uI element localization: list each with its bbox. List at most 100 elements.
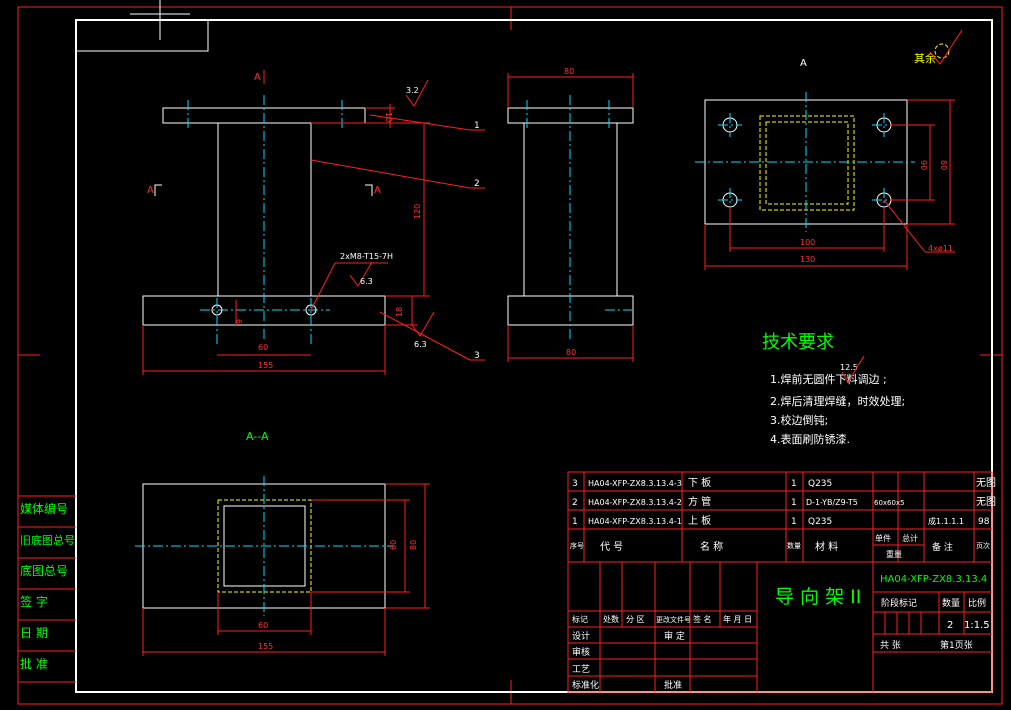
role-design: 设计 [572, 630, 590, 642]
ratio-value: 1:1.5 [964, 620, 990, 631]
roughness-6-3-b: 6.3 [414, 340, 427, 349]
bom-row-1-remark: 98 [978, 517, 990, 527]
bom-row-2-material: D-1-YB/Z9-T5 [806, 498, 858, 507]
strip-label-6: 批 准 [20, 656, 48, 671]
dim-120: 120 [413, 204, 422, 219]
strip-label-1: 媒体编号 [20, 501, 68, 516]
qty-label: 数量 [942, 597, 960, 609]
ratio-label: 比例 [968, 597, 986, 609]
bom-row-1-code: HA04-XFP-ZX8.3.13.4-1 [588, 517, 682, 526]
rev-header-count: 处数 [603, 614, 619, 624]
dim-90-top: 90 [919, 160, 928, 170]
thread-callout: 2xM8-T15-7H [340, 252, 393, 261]
bom-row-2-code: HA04-XFP-ZX8.3.13.4-2 [588, 498, 682, 507]
dim-18: 18 [395, 307, 404, 317]
dim-130-top: 130 [800, 255, 815, 264]
dim-60-section-h: 60 [258, 621, 268, 630]
section-a-top: A [254, 72, 261, 83]
sheet-number: 第1页张 [940, 639, 973, 651]
role-check: 审 定 [664, 630, 685, 642]
bom-row-1-no: 1 [572, 517, 578, 527]
role-review: 审核 [572, 646, 590, 658]
tech-item-2: 2.焊后清理焊缝，时效处理; [770, 394, 905, 408]
dim-80-side-bottom: 80 [566, 348, 576, 357]
strip-label-2: 旧底图总号 [20, 533, 75, 547]
drawing-number: HA04-XFP-ZX8.3.13.4 [880, 574, 987, 585]
roughness-3-2: 3.2 [406, 86, 419, 95]
bom-table: 3 HA04-XFP-ZX8.3.13.4-3 下 板 1 Q235 无图 2 … [567, 471, 996, 563]
bom-header-qty: 数量 [787, 541, 801, 550]
section-title: A--A [246, 430, 269, 443]
bom-row-3-name: 下 板 [688, 476, 711, 489]
bom-row-2-name: 方 管 [688, 495, 711, 508]
bom-header-code: 代 号 [600, 541, 623, 553]
strip-label-3: 底图总号 [20, 563, 68, 578]
section-a-right: A [374, 185, 381, 196]
tech-item-4: 4.表面刷防锈漆. [770, 432, 850, 446]
roughness-12-5: 12.5 [840, 363, 858, 372]
part-name: 导 向 架 II [775, 586, 861, 608]
role-process: 工艺 [572, 664, 590, 675]
rev-header-sign: 签 名 [693, 614, 712, 624]
callout-2: 2 [474, 179, 480, 189]
roughness-6-3-a: 6.3 [360, 277, 373, 286]
bom-row-1-material: Q235 [808, 517, 832, 527]
role-standard: 标准化 [572, 679, 599, 691]
dim-9: 9 [235, 319, 244, 324]
bom-row-3-material: Q235 [808, 479, 832, 489]
strip-label-5: 日 期 [20, 626, 48, 640]
sheets-total: 共 张 [880, 640, 901, 651]
tech-item-1: 1.焊前无圆件下料调边 ; [770, 372, 887, 386]
roughness-other-label: 其余 [914, 51, 936, 65]
tech-requirements: 技术要求 1.焊前无圆件下料调边 ; 2.焊后清理焊缝，时效处理; 3.校边倒钝… [762, 332, 905, 446]
rev-header-date: 年 月 日 [723, 614, 752, 624]
side-view: 80 80 [507, 67, 634, 362]
bom-row-3-remark: 无图 [976, 477, 996, 489]
section-a-left: A [147, 185, 154, 196]
stage-label: 阶段标记 [881, 597, 917, 609]
bom-header-unit: 单件 [875, 533, 891, 543]
dim-80-side-top: 80 [564, 67, 574, 76]
holes-callout: 4xø11 [928, 244, 953, 253]
bom-row-2-qty: 1 [791, 498, 797, 508]
callout-3: 3 [474, 351, 480, 361]
dim-80-section-v: 80 [409, 540, 418, 550]
role-approve: 批准 [664, 679, 682, 691]
bom-header-no: 序号 [570, 541, 584, 550]
qty-value: 2 [947, 620, 953, 631]
bom-header-material: 材 料 [815, 540, 838, 553]
title-block: 标记 处数 分 区 更改文件号 签 名 年 月 日 设计 审 定 审核 工艺 标… [567, 561, 993, 693]
dim-100-top: 100 [800, 238, 815, 247]
top-view-label: A [800, 58, 807, 69]
rev-header-zone: 分 区 [626, 615, 645, 624]
bom-row-1-name: 上 板 [688, 514, 711, 527]
rev-header-doc: 更改文件号 [656, 615, 691, 624]
bom-row-3-no: 3 [572, 479, 578, 489]
dim-60-front: 60 [258, 343, 268, 352]
callout-1: 1 [474, 121, 480, 131]
front-view: A A A 10 120 18 9 60 155 2xM8-T15-7H 3.2 [142, 70, 485, 375]
dim-80-top: 80 [939, 160, 948, 170]
bom-row-1-spec: 成1.1.1.1 [928, 516, 964, 526]
bom-header-page: 页次 [976, 541, 990, 550]
strip-label-4: 签 字 [20, 594, 48, 609]
section-view: A--A 60 80 60 155 [135, 430, 430, 656]
top-view: A 90 80 100 130 4xø11 其余 [695, 29, 963, 270]
bom-header-name: 名 称 [700, 540, 723, 553]
rev-header-mark: 标记 [572, 614, 588, 624]
dim-60-section-v: 60 [389, 540, 398, 550]
tech-item-3: 3.校边倒钝; [770, 413, 828, 427]
left-strip: 媒体编号 旧底图总号 底图总号 签 字 日 期 批 准 [18, 495, 76, 683]
bom-row-1-qty: 1 [791, 517, 797, 527]
bom-row-3-code: HA04-XFP-ZX8.3.13.4-3 [588, 479, 682, 488]
bom-row-2-remark: 无图 [976, 496, 996, 508]
bom-row-2-spec: 60x60x5 [874, 499, 905, 507]
bom-row-2-no: 2 [572, 498, 578, 508]
drawing-frame [17, 0, 1003, 705]
dim-10: 10 [384, 112, 393, 122]
tech-title: 技术要求 [762, 332, 834, 353]
bom-header-total: 总计 [902, 533, 918, 543]
dim-155-front: 155 [258, 361, 273, 370]
dim-155-section: 155 [258, 642, 273, 651]
